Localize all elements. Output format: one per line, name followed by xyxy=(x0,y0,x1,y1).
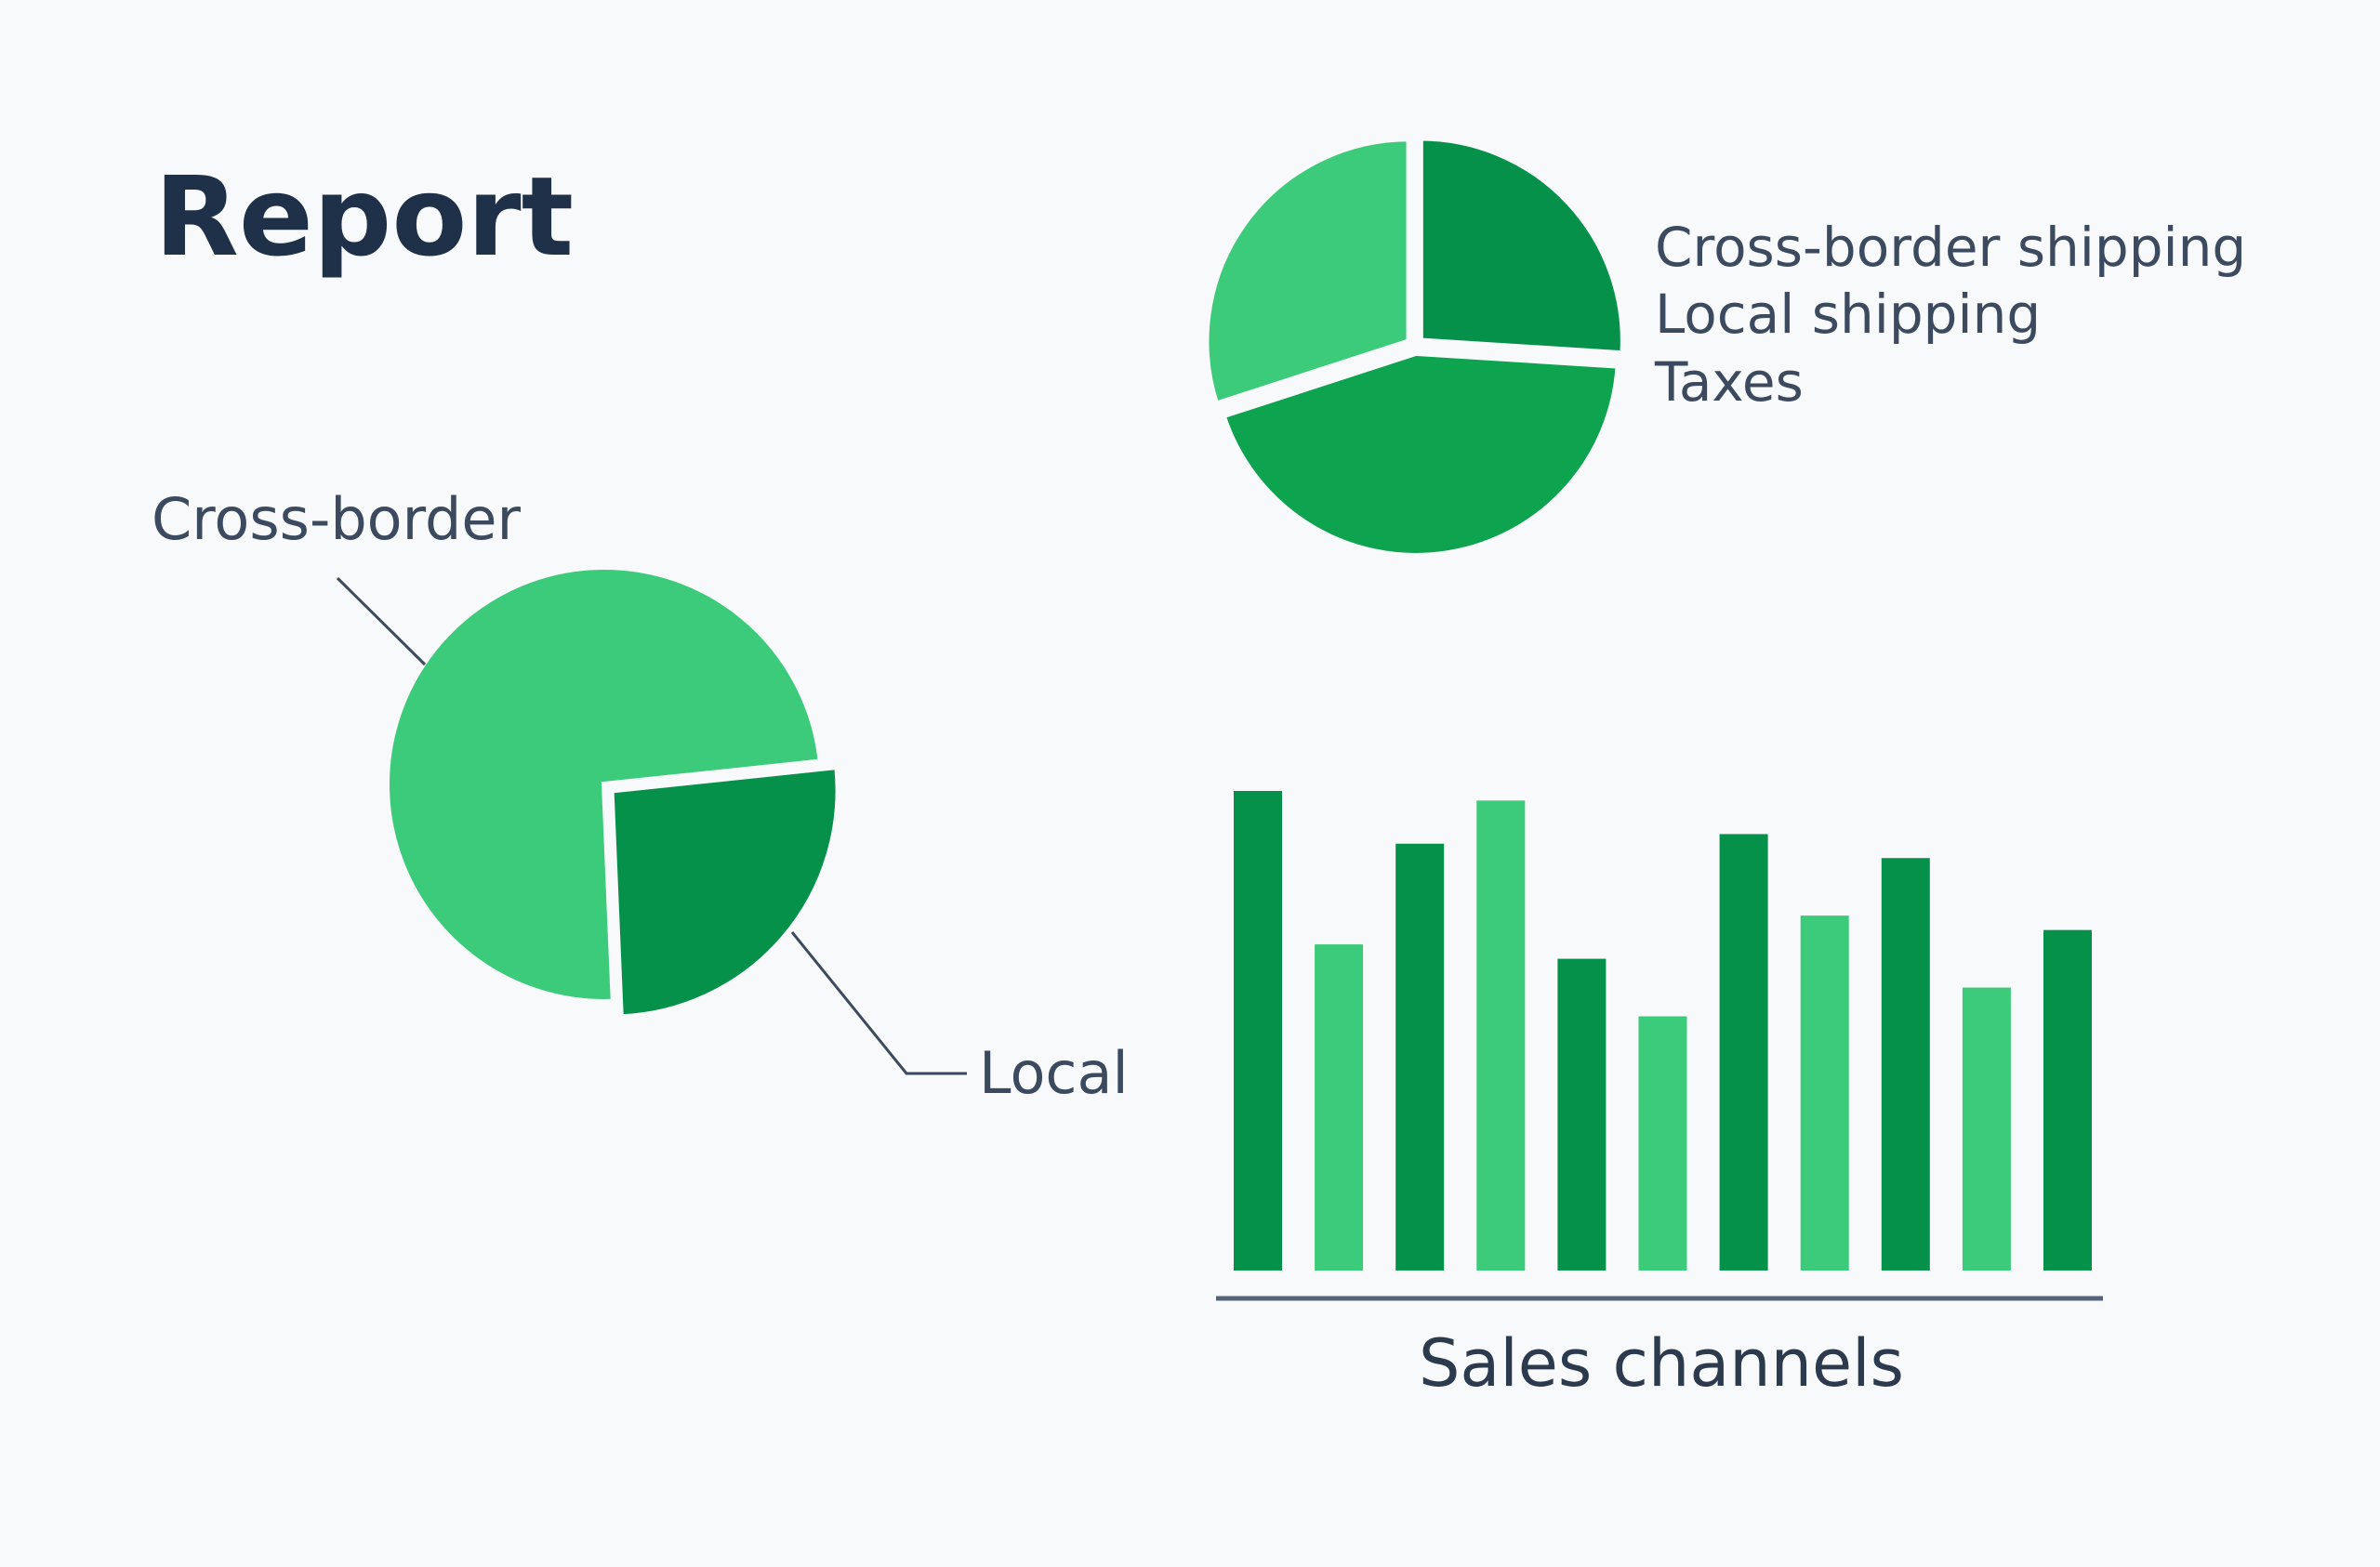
pie-chart-local-vs-cross-border xyxy=(384,564,841,1021)
page-title: Report xyxy=(154,152,574,281)
legend-item-taxes: Taxes xyxy=(1654,350,1804,414)
bar-10 xyxy=(1962,987,2011,1271)
pie-top-legend: Cross-border shipping Local shipping Tax… xyxy=(1654,216,2246,414)
pie-slice-local xyxy=(608,763,841,1021)
pie-slice-taxes xyxy=(1203,136,1412,408)
pie-slice-cross-border-shipping xyxy=(1417,135,1626,357)
pie-slice-local-shipping xyxy=(1219,349,1621,559)
bar-3 xyxy=(1395,843,1445,1271)
bar-chart-sales-channels xyxy=(1234,791,2092,1271)
legend-item-cross-border-shipping: Cross-border shipping xyxy=(1655,216,2246,279)
leader-line-local xyxy=(790,931,967,1075)
bar-9 xyxy=(1881,858,1930,1271)
pie-slice-cross-border xyxy=(384,564,825,1005)
bar-5 xyxy=(1557,958,1606,1271)
legend-item-local-shipping: Local shipping xyxy=(1655,283,2041,346)
bar-6 xyxy=(1638,1016,1687,1271)
bar-11 xyxy=(2043,929,2092,1271)
x-axis-label: Sales channels xyxy=(1419,1325,1904,1402)
bar-1 xyxy=(1234,791,1282,1271)
bar-2 xyxy=(1315,944,1364,1271)
pie-label-local: Local xyxy=(979,1039,1129,1107)
pie-label-cross-border: Cross-border xyxy=(152,485,522,553)
bar-7 xyxy=(1719,834,1768,1271)
leader-line-cross-border xyxy=(336,576,427,666)
bar-4 xyxy=(1476,800,1526,1271)
bar-8 xyxy=(1800,915,1849,1271)
pie-chart-shipping xyxy=(1203,135,1626,559)
